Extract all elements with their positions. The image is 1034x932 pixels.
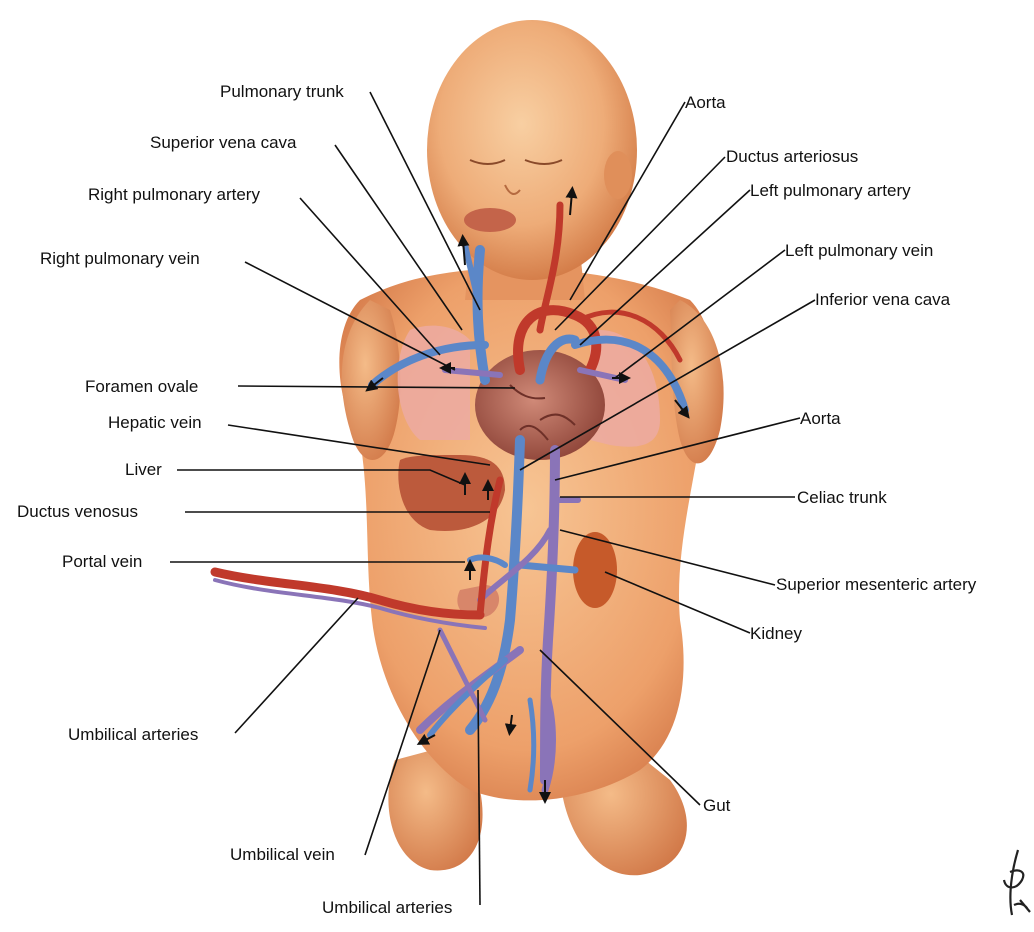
label-right-pulmonary-vein: Right pulmonary vein (40, 249, 200, 268)
label-inferior-vena-cava: Inferior vena cava (815, 290, 951, 309)
label-portal-vein: Portal vein (62, 552, 142, 571)
label-right-pulmonary-artery: Right pulmonary artery (88, 185, 260, 204)
label-kidney: Kidney (750, 624, 802, 643)
label-celiac-trunk: Celiac trunk (797, 488, 887, 507)
head (427, 20, 637, 280)
renal (520, 565, 575, 570)
label-umbilical-arteries-bottom: Umbilical arteries (322, 898, 452, 917)
artist-signature (1004, 850, 1030, 915)
label-ductus-venosus: Ductus venosus (17, 502, 138, 521)
ear (604, 151, 632, 199)
label-pulmonary-trunk: Pulmonary trunk (220, 82, 344, 101)
label-liver: Liver (125, 460, 162, 479)
label-umbilical-vein: Umbilical vein (230, 845, 335, 864)
label-left-pulmonary-artery: Left pulmonary artery (750, 181, 911, 200)
label-superior-mesenteric-artery: Superior mesenteric artery (776, 575, 977, 594)
label-ductus-arteriosus: Ductus arteriosus (726, 147, 858, 166)
label-gut: Gut (703, 796, 731, 815)
leader-umbilical-arteries-left (235, 598, 358, 733)
label-aorta-mid: Aorta (800, 409, 841, 428)
label-foramen-ovale: Foramen ovale (85, 377, 198, 396)
label-umbilical-arteries-left: Umbilical arteries (68, 725, 198, 744)
mouth (464, 208, 516, 232)
label-left-pulmonary-vein: Left pulmonary vein (785, 241, 933, 260)
label-superior-vena-cava: Superior vena cava (150, 133, 297, 152)
label-aorta-top: Aorta (685, 93, 726, 112)
label-hepatic-vein: Hepatic vein (108, 413, 202, 432)
